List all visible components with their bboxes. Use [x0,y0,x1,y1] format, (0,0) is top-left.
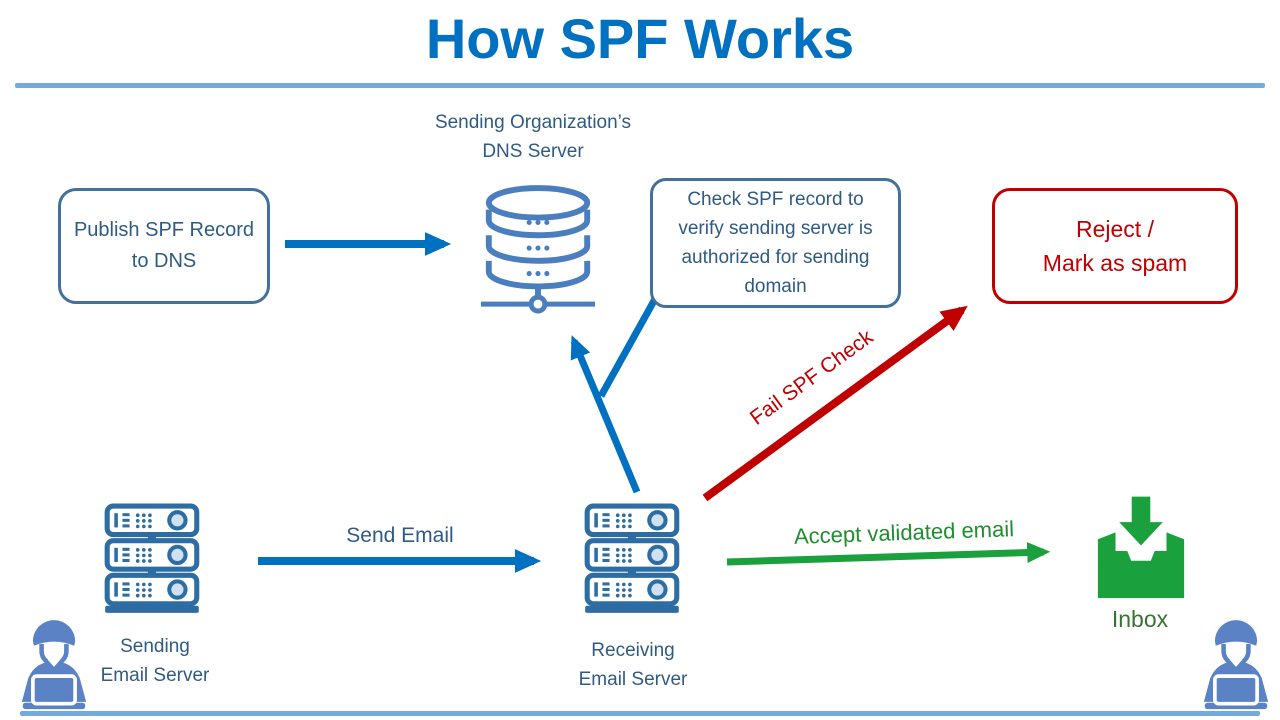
check-spf-box-line3: authorized for sending [681,247,870,268]
publish-spf-box: Publish SPF Record to DNS [58,188,270,304]
inbox-label: Inbox [1111,606,1169,632]
person-at-laptop-icon-left [8,610,100,711]
receiving-to-dns-query-arrow [570,335,641,494]
receiving-server-icon [583,503,685,617]
check-spf-box-line2: verify sending server is [678,218,873,239]
dns-server-label-line2: DNS Server [482,141,584,162]
check-spf-box-line1: Check SPF record to [687,189,864,210]
receiving-server-label: Receiving Email Server [558,636,708,694]
check-spf-box-line4: domain [744,276,807,297]
sending-server-label-line2: Email Server [100,665,210,686]
reject-box: Reject / Mark as spam [992,188,1238,304]
reject-box-line1: Reject / [1076,216,1154,242]
fail-spf-arrow [702,305,968,502]
publish-spf-box-line2: to DNS [131,250,197,272]
receiving-server-label-line2: Email Server [578,669,688,690]
person-at-laptop-icon-right [1190,610,1280,711]
page-title: How SPF Works [425,7,855,70]
dns-database-icon [477,182,599,318]
fail-spf-check-label: Fail SPF Check [745,325,878,430]
accept-validated-email-label: Accept validated email [793,516,1015,549]
dns-server-label-line1: Sending Organization’s [434,112,632,133]
sending-server-label: Sending Email Server [80,632,230,690]
check-box-leader-line [597,297,659,398]
sending-server-icon [103,503,205,617]
title-underline [15,83,1265,88]
sending-server-label-line1: Sending [120,636,190,657]
reject-box-line2: Mark as spam [1042,250,1188,276]
footer-line [20,711,1260,716]
publish-spf-box-line1: Publish SPF Record [73,219,255,241]
dns-server-label: Sending Organization’s DNS Server [383,108,683,166]
check-spf-box: Check SPF record to verify sending serve… [650,178,901,308]
accept-email-arrow [726,542,1051,566]
send-email-label: Send Email [346,524,454,547]
receiving-server-label-line1: Receiving [591,640,675,661]
inbox-tray-icon [1092,492,1190,608]
